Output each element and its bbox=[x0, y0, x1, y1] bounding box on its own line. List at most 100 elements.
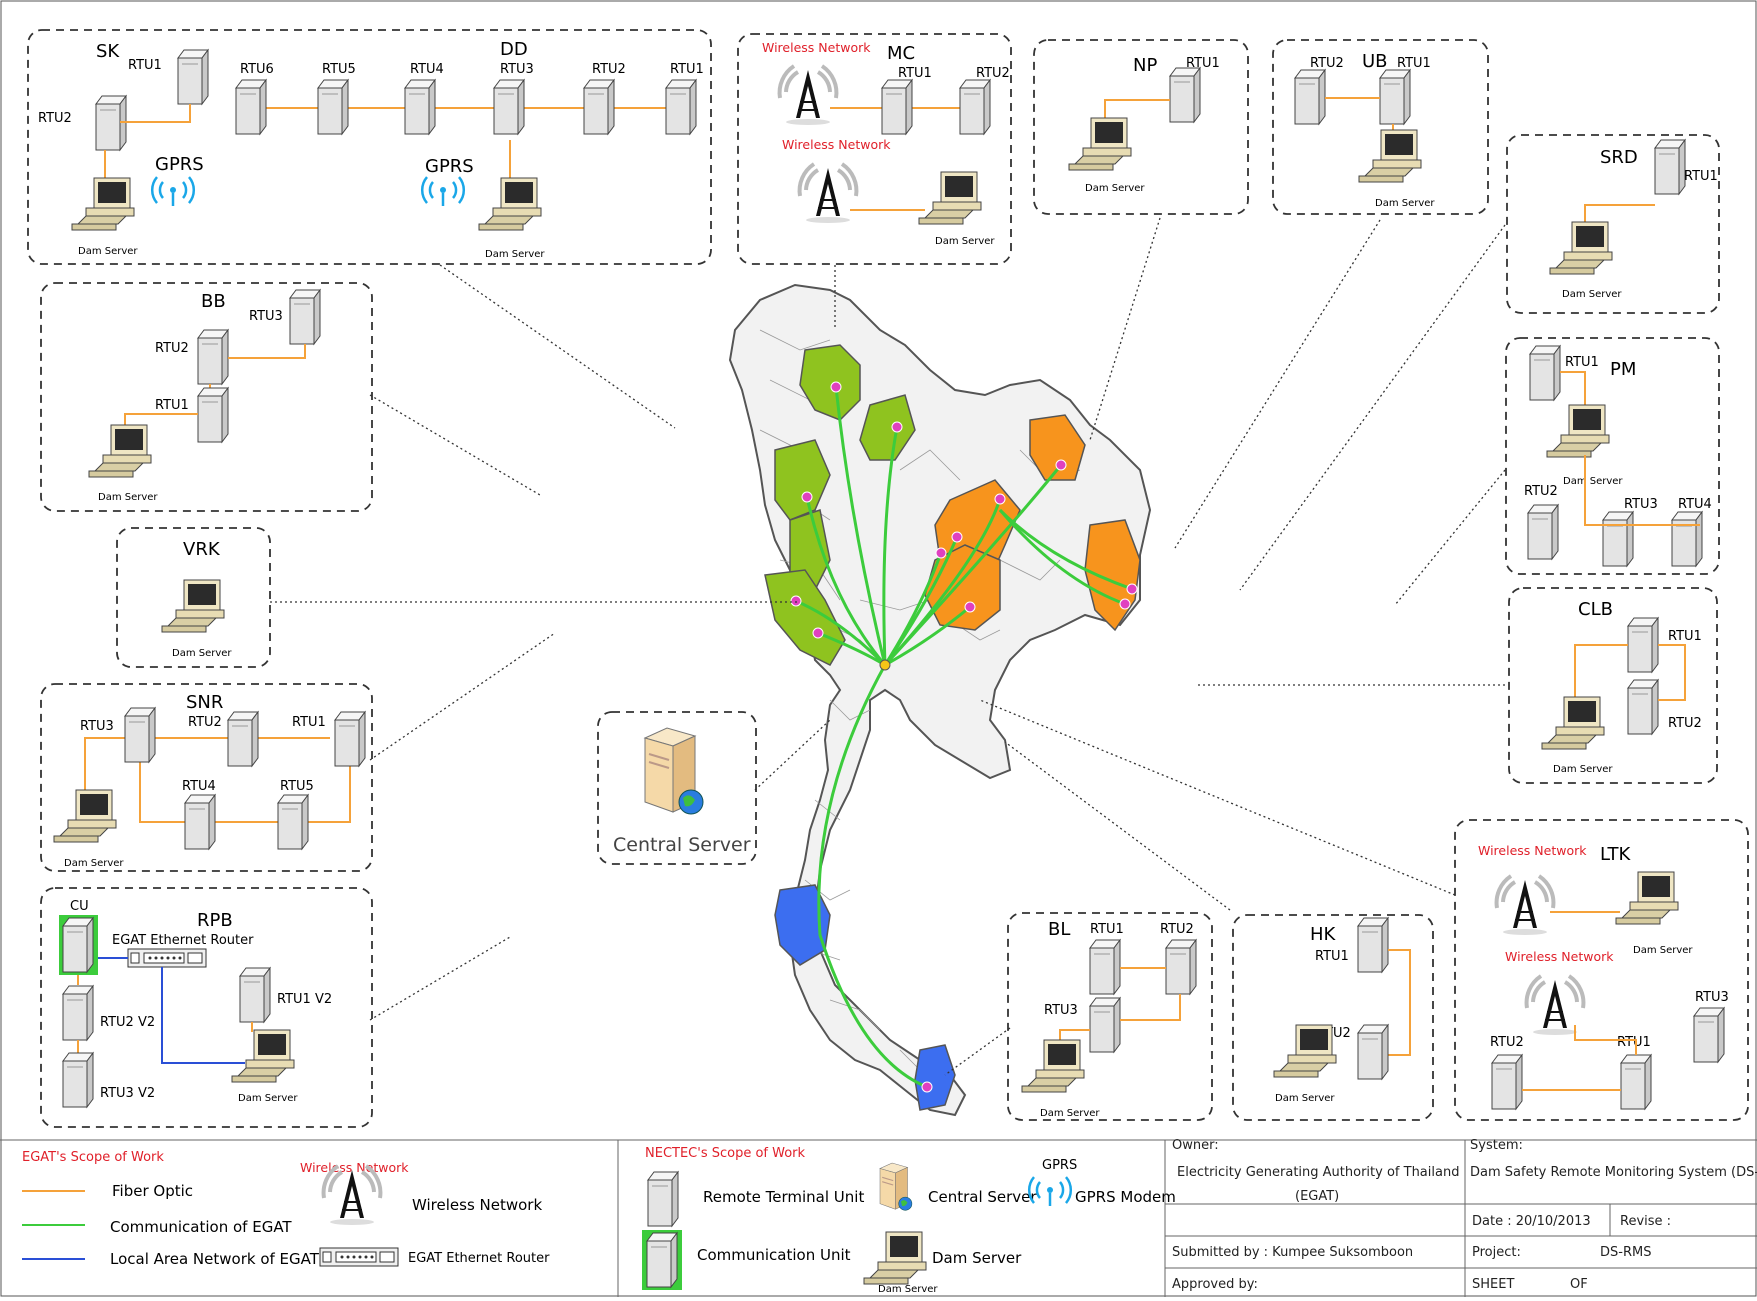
dam-server-label: Dam Server bbox=[1553, 764, 1613, 775]
fiber-link bbox=[120, 104, 191, 123]
rtu-label: RTU3 bbox=[500, 62, 534, 77]
fiber-link bbox=[1658, 644, 1686, 701]
rtu-icon bbox=[239, 967, 271, 1023]
rtu-icon bbox=[1357, 1024, 1389, 1080]
rtu-icon bbox=[1620, 1054, 1652, 1110]
rtu-label: RTU4 bbox=[410, 62, 444, 77]
rtu-icon bbox=[197, 329, 229, 385]
rtu-label: RTU1 bbox=[1668, 629, 1702, 644]
rtu-icon bbox=[959, 79, 991, 135]
ethernet-router-icon bbox=[319, 1247, 399, 1267]
dam-server-label: Dam Server bbox=[1563, 476, 1623, 487]
site-box-clb bbox=[1508, 587, 1718, 784]
site-title-clb: CLB bbox=[1578, 599, 1613, 620]
site-title-ltk: LTK bbox=[1600, 844, 1632, 865]
rtu-icon bbox=[1089, 997, 1121, 1053]
wireless-label: Wireless Network bbox=[1505, 949, 1614, 964]
dam-server-icon bbox=[88, 424, 152, 478]
communication-unit-icon bbox=[646, 1232, 678, 1288]
rtu-label: RTU1 bbox=[898, 66, 932, 81]
central-hub-node bbox=[879, 659, 891, 671]
fiber-link bbox=[1560, 371, 1586, 405]
nectec-scope-title: NECTEC's Scope of Work bbox=[645, 1146, 806, 1161]
site-title-rpb: RPB bbox=[197, 910, 233, 931]
fiber-link bbox=[1574, 1025, 1637, 1055]
rtu-label: RTU1 bbox=[1397, 56, 1431, 71]
blue-regions bbox=[774, 884, 956, 1111]
site-box-mc bbox=[737, 33, 1012, 265]
rtu-label: RTU1 bbox=[1186, 56, 1220, 71]
cu-label: CU bbox=[70, 899, 89, 914]
rtu-label: RTU2 bbox=[1490, 1035, 1524, 1050]
rtu-label: RTU2 bbox=[592, 62, 626, 77]
rtu-icon bbox=[1654, 139, 1686, 195]
rtu-icon bbox=[1627, 679, 1659, 735]
fiber-link bbox=[84, 737, 125, 790]
rtu-icon bbox=[289, 289, 321, 345]
rtu-icon bbox=[334, 711, 366, 767]
legend-panel: EGAT's Scope of Work Fiber Optic Communi… bbox=[0, 1138, 1757, 1297]
rtu-icon bbox=[404, 79, 436, 135]
fiber-link bbox=[1120, 994, 1181, 1021]
lan-link bbox=[161, 967, 245, 1064]
dam-server-icon bbox=[1273, 1024, 1337, 1078]
gprs-icon bbox=[420, 175, 466, 208]
dam-server-label: Dam Server bbox=[238, 1093, 298, 1104]
site-box-central bbox=[597, 711, 757, 865]
rtu-label: RTU2 bbox=[1310, 56, 1344, 71]
ethernet-router-icon bbox=[127, 948, 207, 968]
dam-server-label: Dam Server bbox=[98, 492, 158, 503]
egat-communication-lines bbox=[795, 386, 1133, 1089]
cu-legend-label: Communication Unit bbox=[697, 1246, 851, 1264]
dam-server-icon bbox=[161, 579, 225, 633]
wireless-label: Wireless Network bbox=[762, 40, 871, 55]
system-value: Dam Safety Remote Monitoring System (DS-… bbox=[1470, 1165, 1757, 1180]
egat-scope-title: EGAT's Scope of Work bbox=[22, 1150, 164, 1165]
rtu-icon bbox=[235, 79, 267, 135]
rtu-label: RTU5 bbox=[322, 62, 356, 77]
dam-server-icon bbox=[1021, 1039, 1085, 1093]
rtu-icon bbox=[1627, 617, 1659, 673]
rtu-icon bbox=[1491, 1054, 1523, 1110]
rtu-label: RTU1 bbox=[1315, 949, 1349, 964]
dam-server-icon bbox=[1549, 221, 1613, 275]
gprs-legend-label: GPRS Modem bbox=[1075, 1188, 1176, 1206]
rtu-icon bbox=[1357, 917, 1389, 973]
wireless-label: Wireless Network bbox=[1478, 843, 1587, 858]
central-legend-label: Central Server bbox=[928, 1188, 1037, 1206]
rtu-label: RTU3 bbox=[1044, 1003, 1078, 1018]
dam-server-label: Dam Server bbox=[485, 249, 545, 260]
fiber-link bbox=[1059, 1029, 1090, 1040]
site-box-ub bbox=[1272, 39, 1489, 215]
rtu-label: RTU1 bbox=[155, 398, 189, 413]
fiber-link bbox=[139, 760, 351, 823]
site-title-snr: SNR bbox=[186, 692, 223, 713]
rtu-label: RTU1 bbox=[1684, 169, 1718, 184]
rtu-icon bbox=[583, 79, 615, 135]
dam-server-icon bbox=[53, 789, 117, 843]
site-box-hk bbox=[1232, 914, 1434, 1121]
site-title-hk: HK bbox=[1310, 924, 1337, 945]
rtu-icon bbox=[177, 49, 209, 105]
of-label: OF bbox=[1570, 1277, 1588, 1292]
owner-label: Owner: bbox=[1172, 1138, 1219, 1153]
rtu-label: RTU2 bbox=[976, 66, 1010, 81]
gprs-legend-small: GPRS bbox=[1042, 1158, 1077, 1173]
rtu-label: RTU2 bbox=[1524, 484, 1558, 499]
site-title-bb: BB bbox=[201, 291, 226, 312]
rtu-icon bbox=[1527, 504, 1559, 560]
rtu-icon bbox=[62, 1052, 94, 1108]
dam-server-legend-label: Dam Server bbox=[932, 1249, 1022, 1267]
rtu-label: RTU1 V2 bbox=[277, 992, 332, 1007]
rtu-icon bbox=[62, 985, 94, 1041]
gprs-icon bbox=[150, 175, 196, 208]
egat-comm-legend-label: Communication of EGAT bbox=[110, 1218, 292, 1236]
fiber-link bbox=[124, 413, 198, 426]
site-box-np bbox=[1033, 39, 1249, 215]
dam-server-label: Dam Server bbox=[64, 858, 124, 869]
dam-server-icon bbox=[863, 1231, 927, 1285]
rtu-icon bbox=[647, 1171, 679, 1227]
rtu-label: RTU2 bbox=[1160, 922, 1194, 937]
rtu-icon bbox=[1294, 69, 1326, 125]
